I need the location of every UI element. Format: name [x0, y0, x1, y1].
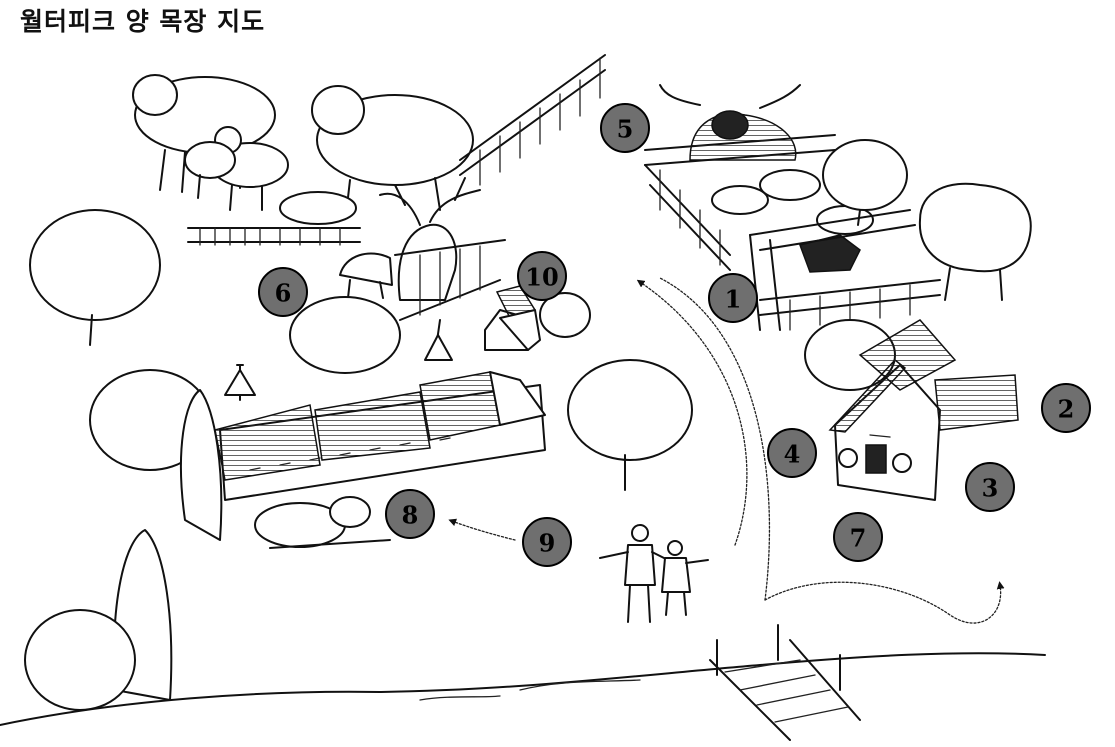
tree-illustrations [24, 209, 693, 711]
marker-circle [1041, 383, 1091, 433]
cottage-illustration [484, 285, 541, 351]
marker-circle [385, 489, 435, 539]
marker-number: 2 [1058, 395, 1075, 424]
route-arrows [448, 277, 1005, 624]
lake-jetty-illustration [0, 624, 1046, 741]
map-marker-2: 2 [1041, 383, 1091, 433]
map-marker-8: 8 [385, 489, 435, 539]
marker-circle [522, 517, 572, 567]
map-marker-1: 1 [708, 273, 758, 323]
barn-illustration [804, 319, 1019, 501]
marker-number: 5 [617, 115, 634, 144]
marker-number: 6 [275, 279, 292, 308]
homestead-illustration [214, 319, 546, 549]
map-marker-6: 6 [258, 267, 308, 317]
map-title: 월터피크 양 목장 지도 [20, 7, 266, 36]
marker-number: 4 [784, 440, 801, 469]
marker-circle [517, 251, 567, 301]
marker-number: 3 [982, 474, 999, 503]
marker-circle [708, 273, 758, 323]
marker-number: 8 [402, 501, 419, 530]
marker-circle [965, 462, 1015, 512]
map-marker-9: 9 [522, 517, 572, 567]
marker-number: 1 [725, 285, 742, 314]
marker-circle [767, 428, 817, 478]
marker-circle [600, 103, 650, 153]
map-marker-7: 7 [833, 512, 883, 562]
marker-number: 10 [525, 263, 558, 292]
marker-number: 9 [539, 529, 556, 558]
visitors-illustration [599, 524, 709, 623]
deer-illustration [339, 177, 506, 321]
marker-circle [258, 267, 308, 317]
numbered-markers: 1 2 3 4 5 6 7 8 9 10 [258, 103, 1091, 567]
map-marker-4: 4 [767, 428, 817, 478]
marker-circle [833, 512, 883, 562]
cattle-pen-illustration [644, 84, 1032, 331]
marker-number: 7 [850, 524, 867, 553]
map-marker-5: 5 [600, 103, 650, 153]
sheep-pen-illustration [132, 54, 606, 246]
map-marker-10: 10 [517, 251, 567, 301]
map-marker-3: 3 [965, 462, 1015, 512]
